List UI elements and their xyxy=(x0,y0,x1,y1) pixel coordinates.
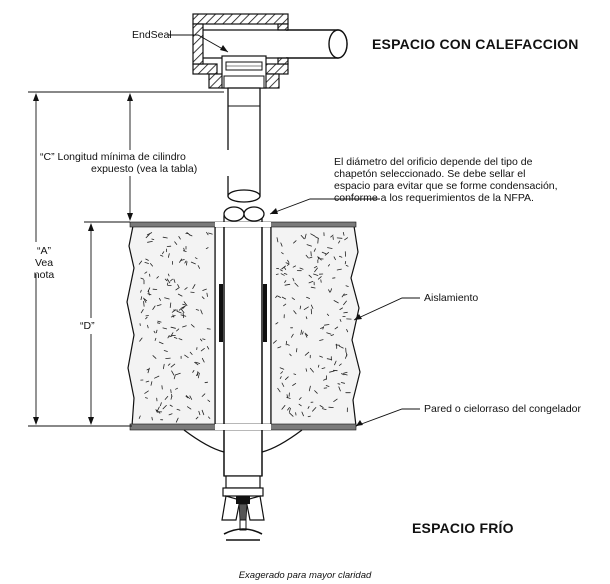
escutcheon-left xyxy=(183,429,225,453)
insulation-right xyxy=(270,225,361,427)
dimension-a-line-1: “A” xyxy=(37,245,51,257)
insulation-left xyxy=(126,225,216,427)
heated-space-heading: ESPACIO CON CALEFACCION xyxy=(372,36,579,52)
dimension-c-line-2: expuesto (vea la tabla) xyxy=(91,163,198,175)
sprinkler-head xyxy=(221,475,265,541)
escutcheon-right xyxy=(261,429,303,453)
dimension-a-label: “A” Vea nota xyxy=(24,245,64,281)
dimension-c-line-1: “C” Longitud mínima de cilindro xyxy=(40,151,186,163)
cold-space-heading: ESPACIO FRÍO xyxy=(412,520,514,536)
orifice-note-line-1: El diámetro del orificio depende del tip… xyxy=(334,156,533,168)
dimension-a-line-2: Vea nota xyxy=(33,257,55,281)
orifice-note-line-2: chapetón seleccionado. Se debe sellar el xyxy=(334,168,526,180)
diagram-caption: Exagerado para mayor claridad xyxy=(238,570,372,581)
orifice-note-line-3: espacio para evitar que se forme condens… xyxy=(334,180,558,192)
pipe-tee-fitting xyxy=(192,13,348,89)
endseal-label: EndSeal xyxy=(132,29,172,41)
dimension-d-label: “D” xyxy=(80,320,95,332)
sprinkler-barrel-lower xyxy=(214,206,272,477)
sprinkler-barrel-upper xyxy=(227,87,261,203)
insulation-texture xyxy=(138,231,352,423)
orifice-note: El diámetro del orificio depende del tip… xyxy=(334,156,604,204)
orifice-note-line-4: conforme a los requerimientos de la NFPA… xyxy=(334,192,534,204)
leader-lines xyxy=(168,34,420,427)
insulation-label: Aislamiento xyxy=(424,292,479,304)
freezer-wall-label: Pared o cielorraso del congelador xyxy=(424,403,582,415)
dimension-arrows xyxy=(33,93,133,425)
dimension-c-label: “C” Longitud mínima de cilindro expuesto… xyxy=(40,151,300,175)
leader-arrows xyxy=(220,45,363,426)
